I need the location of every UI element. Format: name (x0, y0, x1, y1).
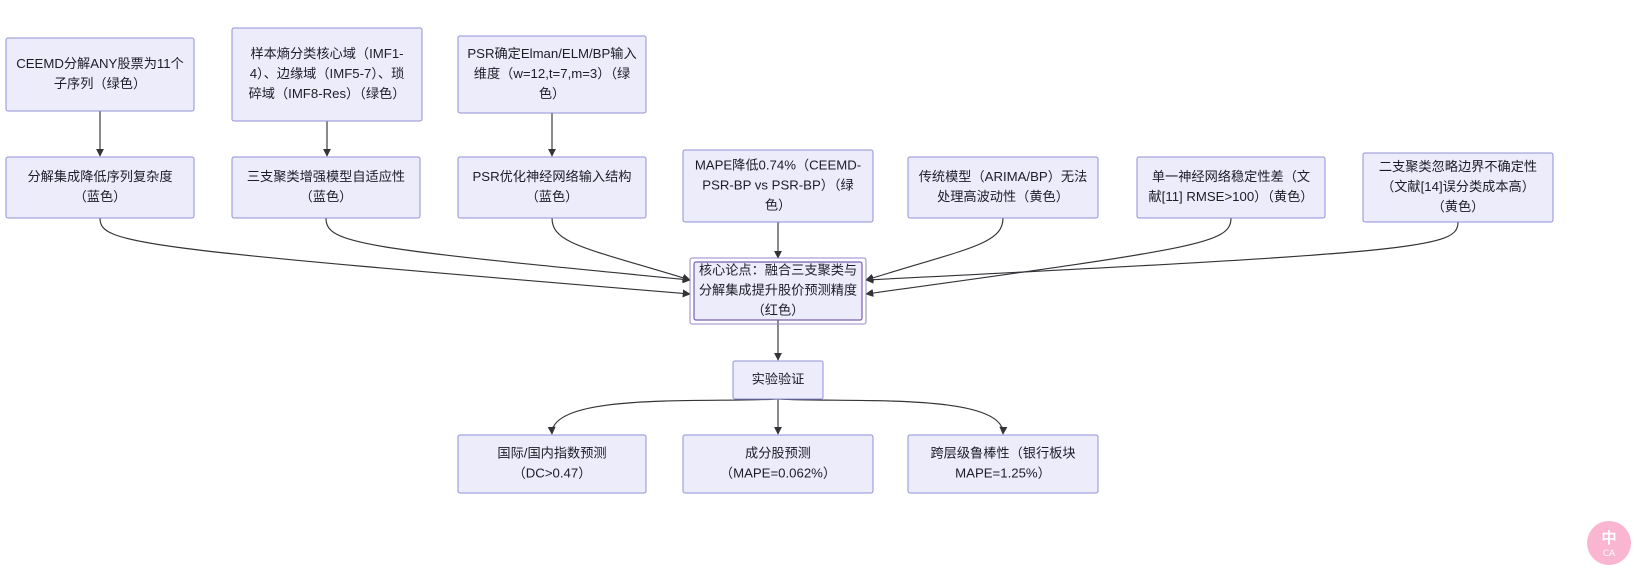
node-n6[interactable]: PSR优化神经网络输入结构 （蓝色） (457, 156, 647, 219)
node-box[interactable] (1362, 152, 1554, 223)
node-box[interactable] (231, 156, 421, 219)
node-n4[interactable]: 分解集成降低序列复杂度 （蓝色） (5, 156, 195, 219)
node-box[interactable] (457, 434, 647, 494)
node-b2[interactable]: 成分股预测 （MAPE=0.062%） (682, 434, 874, 494)
node-label-line: 处理高波动性（黄色） (937, 188, 1069, 204)
node-label-line: 子序列（绿色） (54, 75, 146, 91)
node-label-line: 4）、边缘域（IMF5-7）、琐 (250, 65, 405, 81)
node-label-line: 献[11] RMSE>100）（黄色） (1148, 188, 1313, 204)
node-b1[interactable]: 国际/国内指数预测 （DC>0.47） (457, 434, 647, 494)
watermark: 中 CA (1587, 521, 1631, 565)
node-box[interactable] (231, 27, 423, 122)
edge-exp-to-b1 (547, 398, 779, 435)
node-label-line: PSR-BP vs PSR-BP）（绿 (702, 177, 853, 192)
edge-n10-to-core (865, 221, 1459, 284)
node-label-line: 碎域（IMF8-Res）（绿色） (249, 85, 406, 101)
node-n9[interactable]: 单一神经网络稳定性差（文献[11] RMSE>100）（黄色） (1136, 156, 1326, 219)
node-box[interactable] (682, 149, 874, 223)
node-box[interactable] (1136, 156, 1326, 219)
node-exp[interactable]: 实验验证 (732, 360, 824, 400)
node-box[interactable] (732, 360, 824, 400)
node-label-line: 色） (539, 85, 565, 101)
node-box[interactable] (457, 35, 647, 114)
node-n10[interactable]: 二支聚类忽略边界不确定性 （文献[14]误分类成本高） （黄色） (1362, 152, 1554, 223)
core-node-outline (689, 257, 867, 325)
node-label-line: 跨层级鲁棒性（银行板块 (930, 445, 1075, 460)
edge-n6-to-core (551, 217, 691, 282)
node-label-line: 色） (765, 196, 791, 212)
node-box[interactable] (907, 156, 1099, 219)
node-n5[interactable]: 三支聚类增强模型自适应性 （蓝色） (231, 156, 421, 219)
node-b3[interactable]: 跨层级鲁棒性（银行板块 MAPE=1.25%） (907, 434, 1099, 494)
node-n7[interactable]: MAPE降低0.74%（CEEMD- PSR-BP vs PSR-BP）（绿色） (682, 149, 874, 223)
watermark-char: 中 (1601, 529, 1616, 547)
edge-n4-to-core (99, 217, 691, 298)
edge-layer (95, 111, 1459, 435)
node-label-line: （蓝色） (74, 188, 127, 204)
node-label-line: 样本熵分类核心域（IMF1- (250, 46, 403, 61)
node-n2[interactable]: 样本熵分类核心域（IMF1- 4）、边缘域（IMF5-7）、琐碎域（IMF8-Re… (231, 27, 423, 122)
node-label-line: MAPE=1.25%） (955, 465, 1051, 480)
node-label-line: 分解集成降低序列复杂度 (27, 169, 172, 184)
node-label-line: 传统模型（ARIMA/BP）无法 (919, 169, 1088, 184)
node-label-line: （蓝色） (300, 188, 353, 204)
edge-n8-to-core (865, 217, 1004, 282)
node-label-line: 单一神经网络稳定性差（文 (1152, 169, 1310, 184)
node-box[interactable] (907, 434, 1099, 494)
node-label-line: 实验验证 (752, 371, 805, 386)
node-label-line: （DC>0.47） (513, 465, 592, 480)
node-label-line: 核心论点：融合三支聚类与 (699, 262, 857, 277)
node-label-line: 国际/国内指数预测 (497, 445, 606, 460)
node-label-line: CEEMD分解ANY股票为11个 (16, 56, 184, 71)
node-label-line: 分解集成提升股价预测精度 (699, 282, 857, 297)
edge-n5-to-core (325, 217, 691, 284)
edge-exp-to-b3 (777, 398, 1008, 435)
node-label-line: （MAPE=0.062%） (720, 465, 836, 480)
node-box[interactable] (682, 434, 874, 494)
node-label-line: （蓝色） (526, 188, 579, 204)
node-label-line: （黄色） (1432, 198, 1485, 214)
node-label-line: PSR确定Elman/ELM/BP输入 (467, 46, 636, 61)
node-label-line: 成分股预测 (745, 445, 811, 460)
node-box[interactable] (457, 156, 647, 219)
node-box[interactable] (5, 37, 195, 112)
node-label-line: 二支聚类忽略边界不确定性 (1379, 159, 1537, 174)
node-label-line: PSR优化神经网络输入结构 (473, 169, 632, 184)
node-label-line: 维度（w=12,t=7,m=3）（绿 (474, 66, 630, 81)
node-box[interactable] (693, 261, 863, 321)
node-label-line: （红色） (752, 301, 805, 317)
watermark-sub: CA (1603, 549, 1616, 559)
node-label-line: MAPE降低0.74%（CEEMD- (695, 157, 861, 172)
node-label-line: 三支聚类增强模型自适应性 (247, 169, 405, 184)
node-box[interactable] (5, 156, 195, 219)
node-label-line: （文献[14]误分类成本高） (1381, 178, 1535, 194)
watermark-circle (1587, 521, 1631, 565)
edge-n9-to-core (865, 217, 1232, 297)
